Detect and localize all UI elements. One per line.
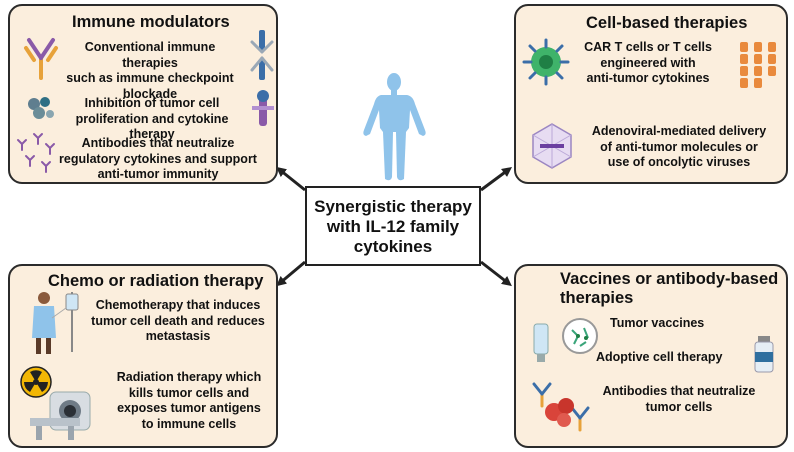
- item-line: anti-tumor cytokines: [586, 71, 710, 85]
- panel-vaccines-antibody: Vaccines or antibody-based therapies Tum…: [514, 264, 788, 448]
- item-line: Inhibition of tumor cell: [84, 96, 220, 110]
- panel-cell-based: Cell-based therapies CAR T cells or T ce…: [514, 4, 788, 184]
- arrow-bottom-right: [480, 260, 512, 287]
- item-line: regulatory cytokines and support: [59, 151, 257, 166]
- antibody-tumor-icon: [532, 382, 590, 432]
- tumor-cell-cluster-icon: [28, 97, 54, 119]
- item-car-t: CAR T cells or T cells engineered with a…: [568, 40, 728, 87]
- item-neutralizing-antibodies: Antibodies that neutralize tumor cells: [590, 384, 768, 415]
- item-adoptive-cell: Adoptive cell therapy: [596, 350, 722, 366]
- panel-title: Chemo or radiation therapy: [48, 272, 264, 290]
- item-line: exposes tumor antigens: [117, 401, 261, 415]
- panel-title: Immune modulators: [72, 13, 230, 31]
- item-line: proliferation and cytokine therapy: [75, 111, 229, 142]
- human-body-icon: [363, 73, 426, 181]
- item-line: kills tumor cells and: [128, 385, 250, 400]
- item-inhibition: Inhibition of tumor cell proliferation a…: [54, 96, 250, 143]
- item-line: blockade: [122, 86, 178, 101]
- cytokine-receptor-icon: [252, 90, 274, 126]
- item-line: such as immune checkpoint: [66, 71, 234, 85]
- item-line: anti-tumor immunity: [97, 167, 219, 181]
- center-box: Synergistic therapy with IL-12 family cy…: [305, 186, 481, 266]
- scattered-antibodies-icon: [17, 133, 55, 173]
- title-line: Vaccines or antibody-based: [560, 270, 779, 288]
- arrow-top-left: [276, 166, 306, 192]
- item-chemotherapy: Chemotherapy that induces tumor cell dea…: [84, 298, 272, 345]
- panel-immune-modulators: Immune modulators Conventional immune th…: [8, 4, 278, 184]
- item-line: CAR T cells or T cells: [584, 40, 712, 54]
- panel-title: Cell-based therapies: [586, 14, 748, 32]
- item-line: Tumor vaccines: [610, 316, 705, 330]
- patient-iv-icon: [32, 292, 79, 354]
- item-antibodies: Antibodies that neutralize regulatory cy…: [58, 136, 258, 183]
- center-line-3: cytokines: [353, 237, 433, 256]
- item-line: Antibodies that neutralize: [81, 136, 235, 150]
- item-adenoviral: Adenoviral-mediated delivery of anti-tum…: [574, 124, 784, 171]
- medicine-bottle-icon: [754, 336, 774, 373]
- antibody-icon: [24, 38, 58, 80]
- item-line: engineered with: [600, 55, 696, 70]
- cytokine-receptors-icon: [740, 42, 776, 88]
- item-line: Conventional immune therapies: [84, 40, 216, 70]
- vaccine-vial-icon: [533, 318, 598, 362]
- car-t-cell-icon: [522, 38, 570, 86]
- item-line: to immune cells: [141, 416, 237, 431]
- item-line: tumor cell death and reduces: [91, 313, 265, 328]
- radiation-machine-icon: [30, 391, 91, 440]
- title-line: therapies: [560, 289, 634, 307]
- center-title: Synergistic therapy with IL-12 family cy…: [307, 197, 479, 257]
- checkpoint-receptor-icon: [250, 30, 274, 80]
- item-line: tumor cells: [645, 399, 713, 414]
- item-tumor-vaccines: Tumor vaccines: [610, 316, 704, 332]
- center-line-2: with IL-12 family: [326, 217, 460, 236]
- item-checkpoint: Conventional immune therapies such as im…: [60, 40, 240, 102]
- item-line: metastasis: [145, 329, 211, 343]
- item-line: Adoptive cell therapy: [596, 350, 723, 364]
- panel-chemo-radiation: Chemo or radiation therapy Chemotherapy …: [8, 264, 278, 448]
- arrow-top-right: [480, 167, 513, 192]
- item-radiation: Radiation therapy which kills tumor cell…: [106, 370, 272, 432]
- item-line: Adenoviral-mediated delivery: [591, 124, 767, 138]
- item-line: of anti-tumor molecules or: [600, 139, 758, 154]
- item-line: use of oncolytic viruses: [607, 155, 751, 169]
- adenovirus-icon: [532, 123, 572, 169]
- radiation-icon: [20, 366, 52, 398]
- item-line: Antibodies that neutralize: [602, 384, 756, 398]
- panel-title: Vaccines or antibody-based therapies: [560, 270, 778, 308]
- item-line: Radiation therapy which: [116, 370, 262, 384]
- arrow-bottom-left: [276, 260, 306, 287]
- center-line-1: Synergistic therapy: [314, 197, 472, 216]
- item-line: Chemotherapy that induces: [95, 298, 261, 312]
